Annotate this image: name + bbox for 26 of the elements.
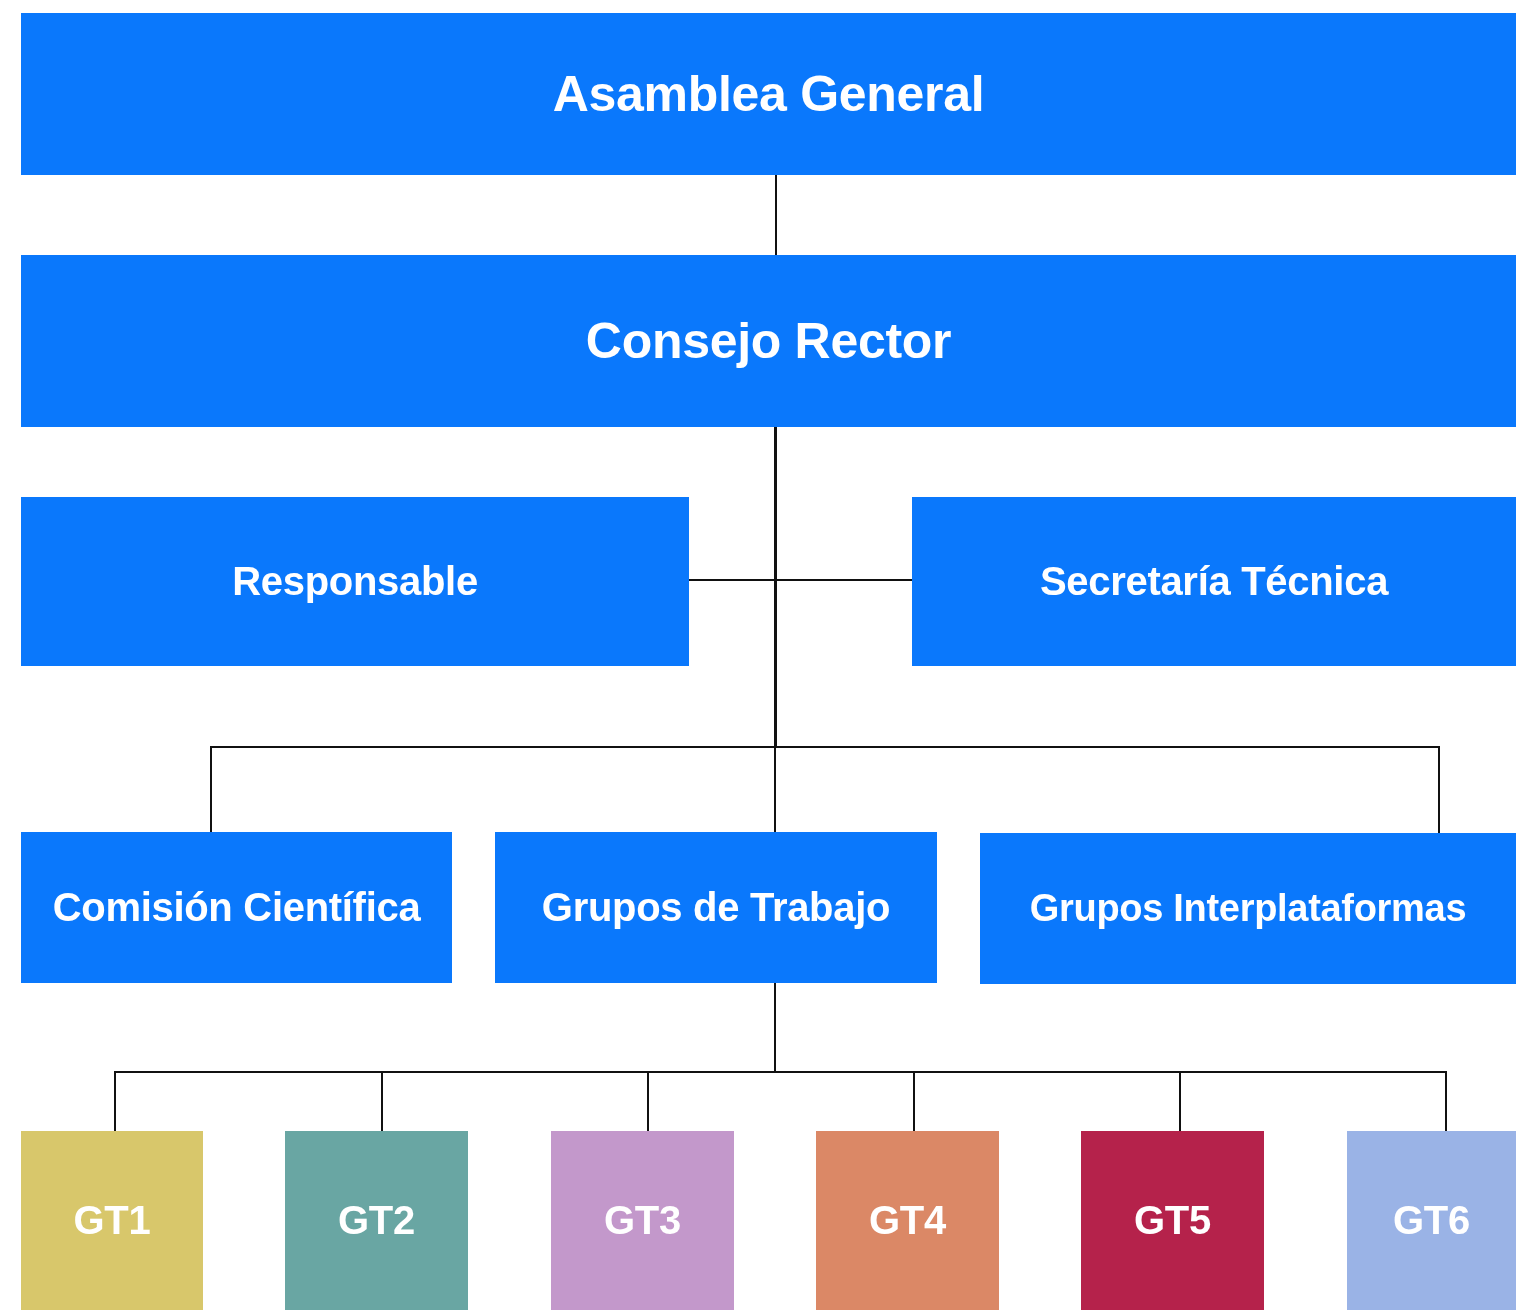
org-box xyxy=(495,832,937,983)
box-title: GT2 xyxy=(338,1198,415,1243)
org-box xyxy=(21,255,1516,427)
box-title: GT6 xyxy=(1393,1198,1470,1243)
org-box xyxy=(551,1131,734,1310)
org-box xyxy=(21,13,1516,175)
org-box xyxy=(816,1131,999,1310)
box-title: GT3 xyxy=(604,1198,681,1243)
org-box xyxy=(21,497,689,666)
box-title: Comisión Científica xyxy=(52,885,421,930)
org-box xyxy=(912,497,1516,666)
org-box xyxy=(1347,1131,1516,1310)
box-title: Grupos de Trabajo xyxy=(541,885,891,930)
box-title: Secretaría Técnica xyxy=(1039,559,1389,604)
box-title: Grupos Interplataformas xyxy=(1029,887,1467,930)
box-title: GT4 xyxy=(869,1198,946,1243)
org-box xyxy=(21,1131,203,1310)
org-box xyxy=(21,832,452,983)
box-title: Responsable xyxy=(232,559,478,604)
box-title: GT5 xyxy=(1134,1198,1211,1243)
box-title: Consejo Rector xyxy=(585,312,952,370)
box-title: GT1 xyxy=(73,1198,151,1243)
org-box xyxy=(285,1131,468,1310)
org-box xyxy=(980,833,1516,984)
box-title: Asamblea General xyxy=(552,65,985,123)
org-box xyxy=(1081,1131,1264,1310)
